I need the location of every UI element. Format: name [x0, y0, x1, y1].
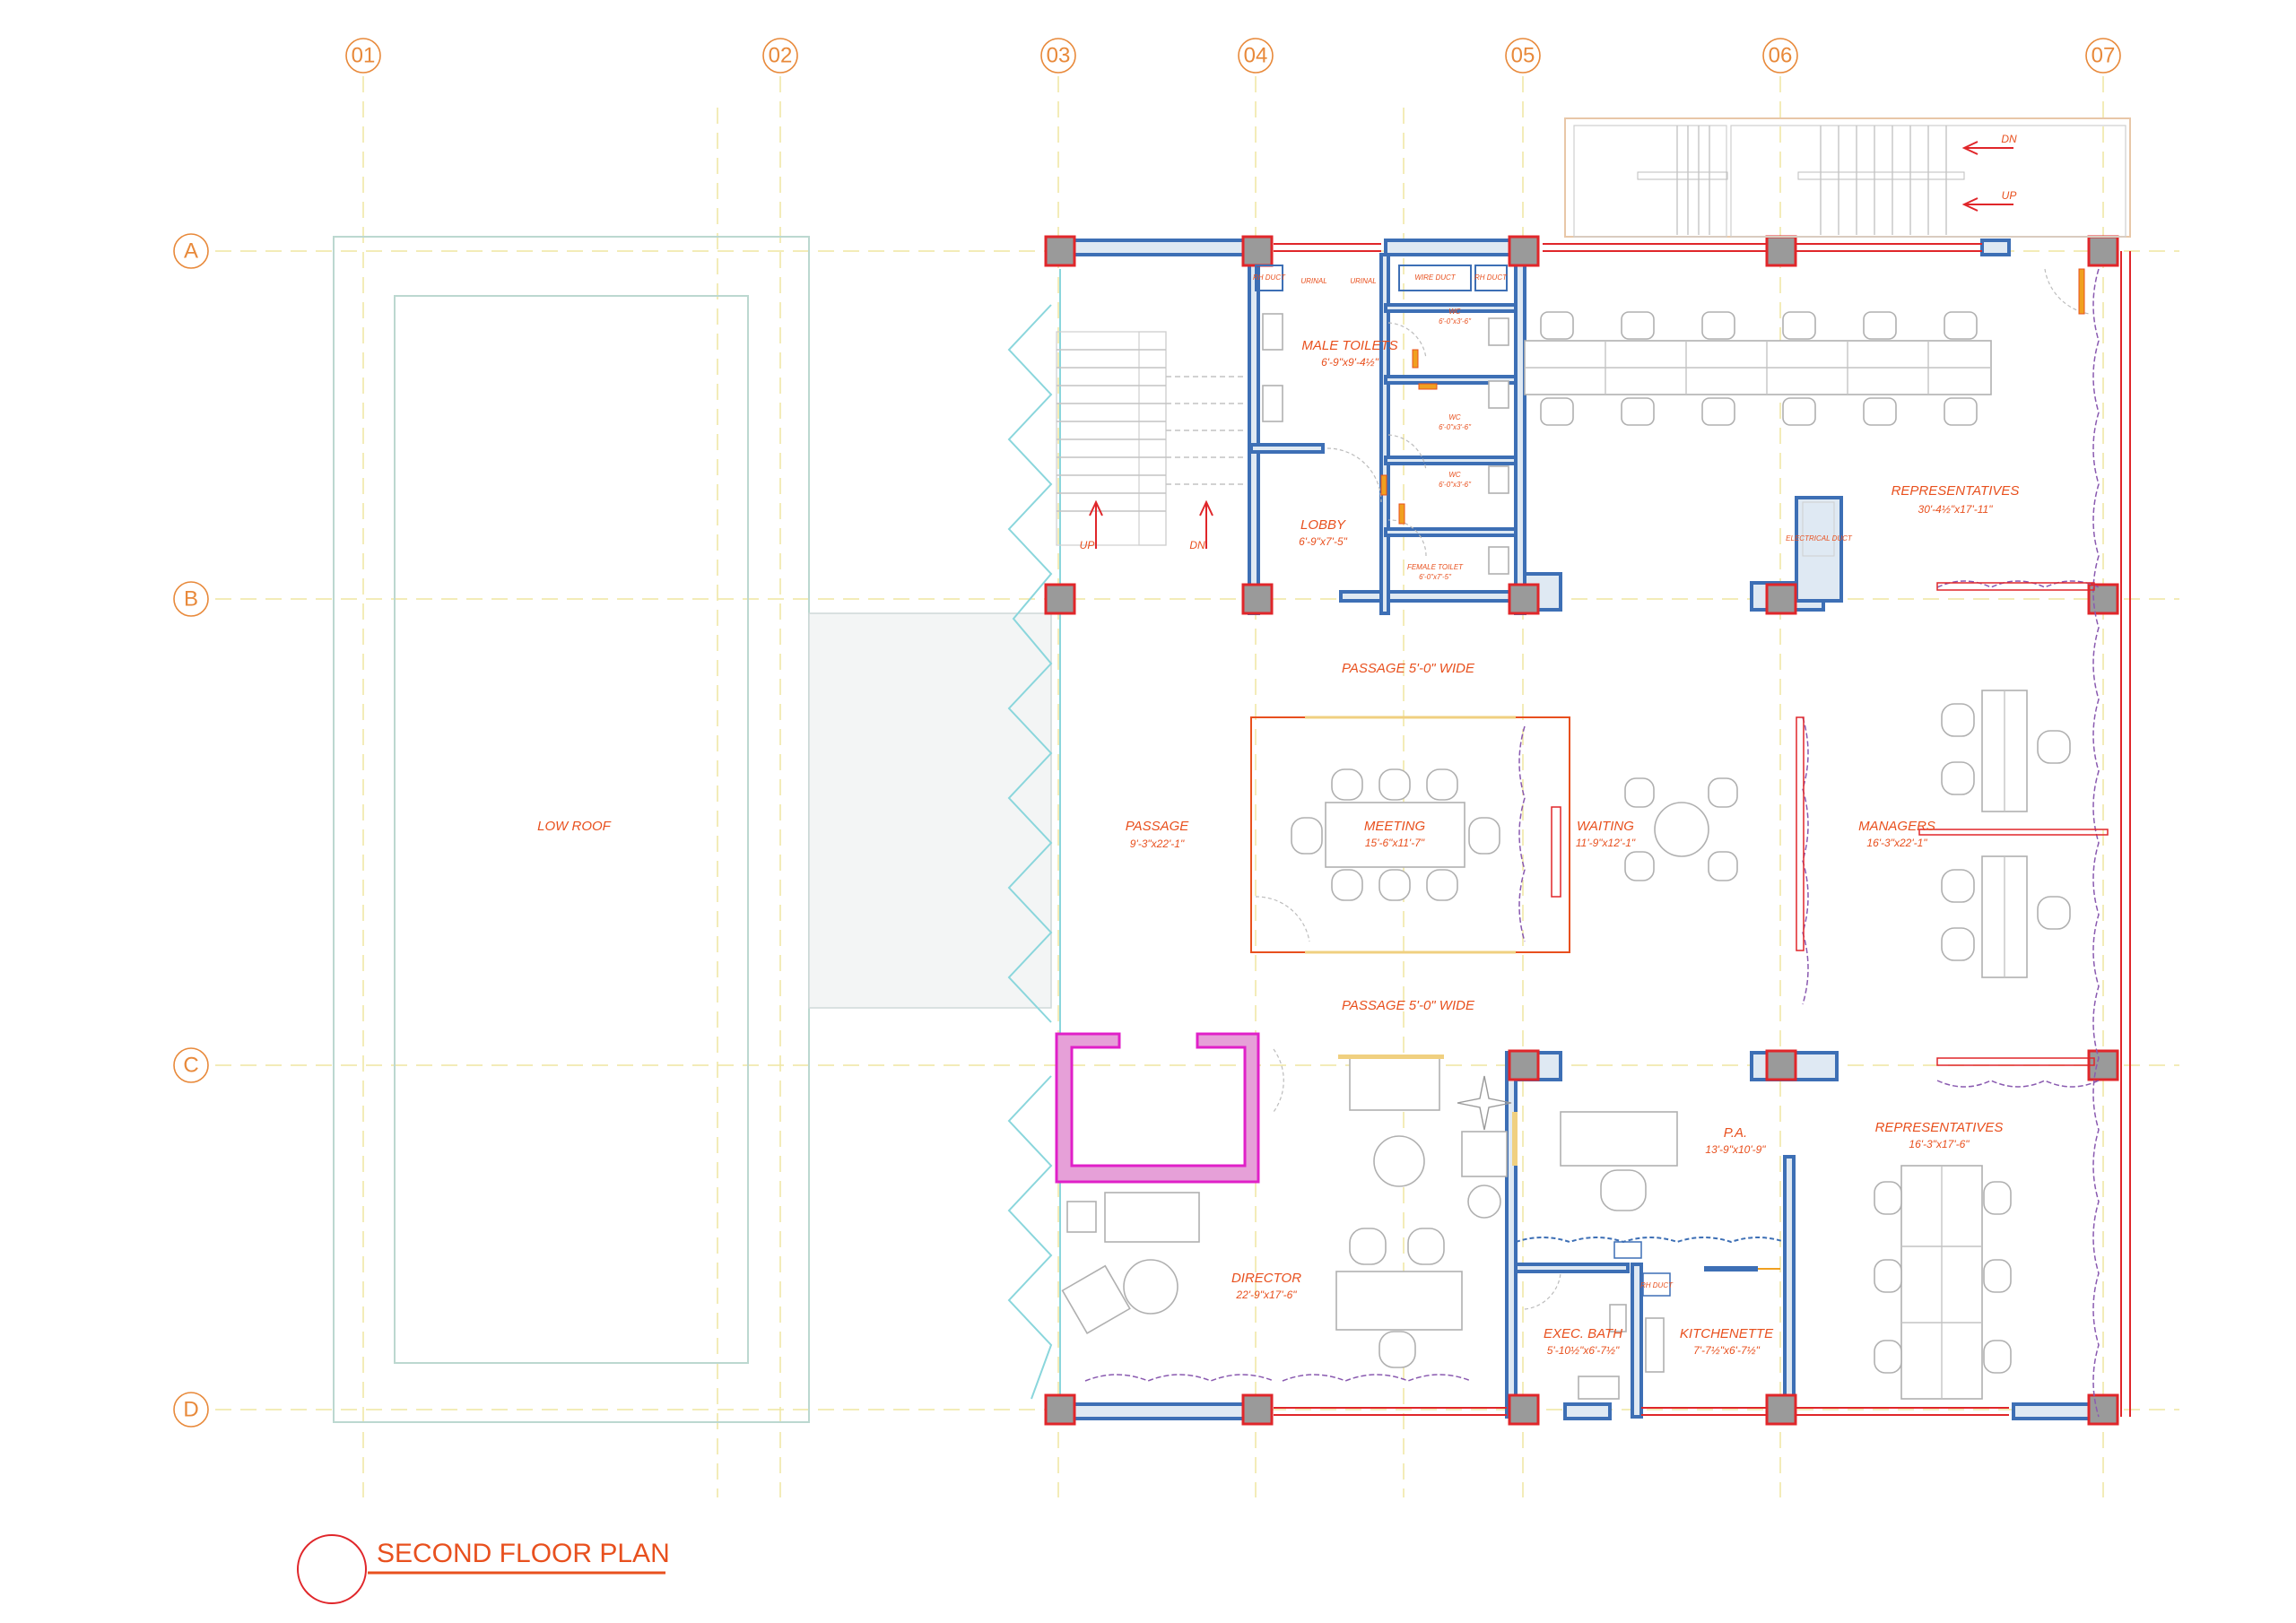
rh-duct-1-label: RH DUCT — [1253, 273, 1286, 282]
passage-left-label: PASSAGE — [1126, 819, 1190, 834]
grid-lines — [215, 76, 2179, 1497]
passage-top-label: PASSAGE 5'-0" WIDE — [1342, 661, 1475, 676]
stair-dn-top-label: DN — [2001, 133, 2017, 145]
passage-left-size: 9'-3"x22'-1" — [1130, 838, 1185, 850]
pa-furniture — [1515, 1111, 1786, 1271]
lobby-label: LOBBY — [1300, 517, 1346, 533]
grid-row-a: A — [184, 239, 198, 264]
toilet-block: RH DUCT URINAL URINAL WIRE DUCT RH DUCT … — [1253, 265, 1509, 581]
male-toilets-label: MALE TOILETS — [1301, 338, 1397, 353]
grid-col-02: 02 — [769, 44, 793, 68]
representatives-bottom-size: 16'-3"x17'-6" — [1909, 1138, 1970, 1150]
grid-row-c: C — [183, 1054, 198, 1078]
grid-col-03: 03 — [1047, 44, 1071, 68]
grid-col-06: 06 — [1769, 44, 1793, 68]
female-toilet-label: FEMALE TOILET — [1407, 563, 1464, 571]
pa-label: P.A. — [1724, 1125, 1747, 1141]
low-roof-label: LOW ROOF — [537, 819, 612, 834]
stair-top: DN UP — [1564, 117, 2131, 238]
exec-bath-size: 5'-10½"x6'-7½" — [1547, 1344, 1620, 1357]
grid-col-01: 01 — [352, 44, 376, 68]
rh-duct-2-label: RH DUCT — [1474, 273, 1508, 282]
representatives-top-label: REPRESENTATIVES — [1892, 483, 2020, 499]
roof-link-area — [808, 612, 1052, 1009]
grid-row-markers: A B C D — [173, 233, 209, 1428]
grid-column-markers: 01 02 03 04 05 06 07 — [345, 38, 2121, 74]
stair-left: UP DN — [1056, 331, 1247, 551]
low-roof-area: LOW ROOF — [333, 236, 810, 1423]
managers-label: MANAGERS — [1858, 819, 1935, 834]
meeting-label: MEETING — [1364, 819, 1426, 834]
glazing-lines — [1274, 243, 2131, 1417]
urinal-1-label: URINAL — [1300, 277, 1326, 285]
drawing-title: SECOND FLOOR PLAN — [297, 1534, 670, 1604]
passage-bottom-label: PASSAGE 5'-0" WIDE — [1342, 998, 1475, 1013]
curtains — [1084, 268, 2100, 1418]
representatives-bottom-label: REPRESENTATIVES — [1875, 1120, 2004, 1135]
grid-col-07: 07 — [2092, 44, 2116, 68]
drawing-title-text: SECOND FLOOR PLAN — [377, 1539, 670, 1568]
kitchenette-size: 7'-7½"x6'-7½" — [1693, 1344, 1761, 1357]
managers-size: 16'-3"x22'-1" — [1866, 837, 1927, 849]
stair-dn-left-label: DN — [1189, 539, 1205, 551]
representatives-top-size: 30'-4½"x17'-11" — [1918, 503, 1994, 516]
rh-duct-3-label: RH DUCT — [1640, 1281, 1674, 1289]
grid-col-04: 04 — [1244, 44, 1268, 68]
electrical-duct-label: ELECTRICAL DUCT — [1786, 534, 1853, 542]
representatives-bottom-furniture — [1874, 1165, 2012, 1400]
pa-size: 13'-9"x10'-9" — [1705, 1143, 1766, 1156]
director-label: DIRECTOR — [1231, 1271, 1301, 1286]
waiting-size: 11'-9"x12'-1" — [1576, 837, 1636, 849]
wc-3-label: WC — [1448, 471, 1461, 479]
lift-core — [1055, 1032, 1284, 1184]
kitchenette-label: KITCHENETTE — [1680, 1326, 1774, 1341]
wc-2-label: WC — [1448, 413, 1461, 421]
exec-bath-label: EXEC. BATH — [1544, 1326, 1622, 1341]
lobby-size: 6'-9"x7'-5" — [1299, 535, 1348, 548]
female-toilet-size: 6'-0"x7'-5" — [1419, 573, 1452, 581]
exec-bath-kitchenette: RH DUCT — [1578, 1272, 1674, 1400]
wc-3-size: 6'-0"x3'-6" — [1439, 481, 1472, 489]
meeting-room — [1250, 716, 1570, 954]
wc-1-label: WC — [1448, 308, 1461, 316]
male-toilets-size: 6'-9"x9'-4½" — [1321, 356, 1379, 369]
grid-col-05: 05 — [1511, 44, 1535, 68]
representatives-top-furniture — [1524, 268, 2091, 426]
director-furniture — [1061, 1055, 1561, 1368]
grid-row-b: B — [184, 587, 198, 612]
wc-1-size: 6'-0"x3'-6" — [1439, 317, 1472, 325]
stair-up-top-label: UP — [2002, 189, 2017, 202]
director-size: 22'-9"x17'-6" — [1235, 1289, 1297, 1301]
urinal-2-label: URINAL — [1350, 277, 1376, 285]
managers-furniture — [1941, 690, 2071, 978]
meeting-size: 15'-6"x11'-7" — [1365, 837, 1425, 849]
wire-duct-label: WIRE DUCT — [1414, 273, 1456, 282]
grid-row-d: D — [183, 1398, 198, 1422]
waiting-label: WAITING — [1577, 819, 1634, 834]
wc-2-size: 6'-0"x3'-6" — [1439, 423, 1472, 431]
waiting-furniture — [1624, 777, 1738, 881]
stair-up-left-label: UP — [1080, 539, 1095, 551]
